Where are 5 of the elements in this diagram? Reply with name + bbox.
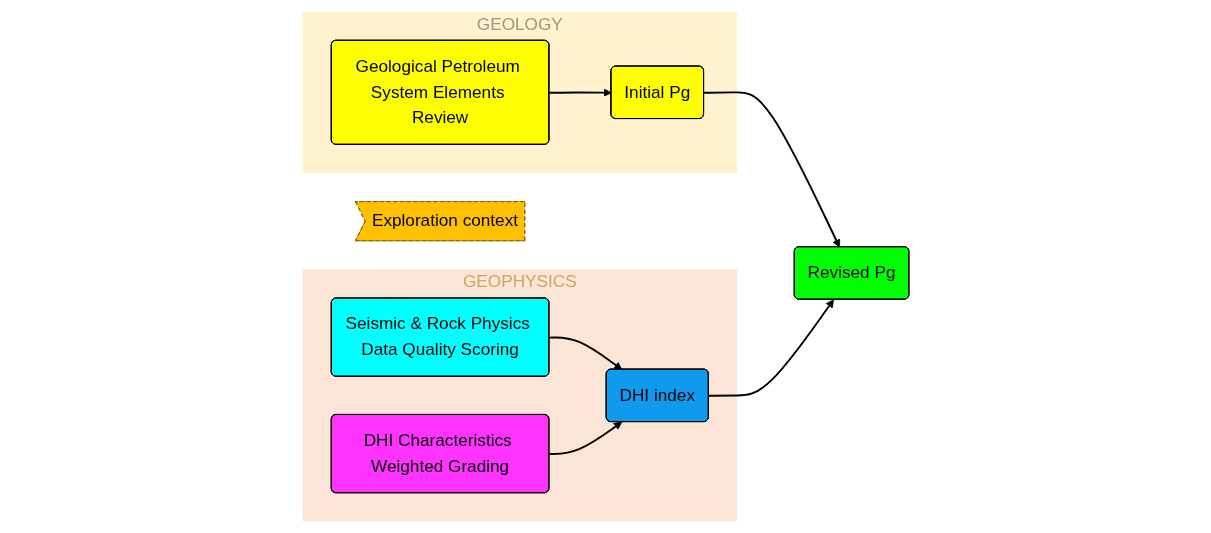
- arrow: [548, 336, 622, 370]
- arrow: [548, 421, 622, 455]
- arrow: [702, 91, 840, 248]
- arrow: [707, 299, 834, 397]
- arrow: [548, 88, 612, 97]
